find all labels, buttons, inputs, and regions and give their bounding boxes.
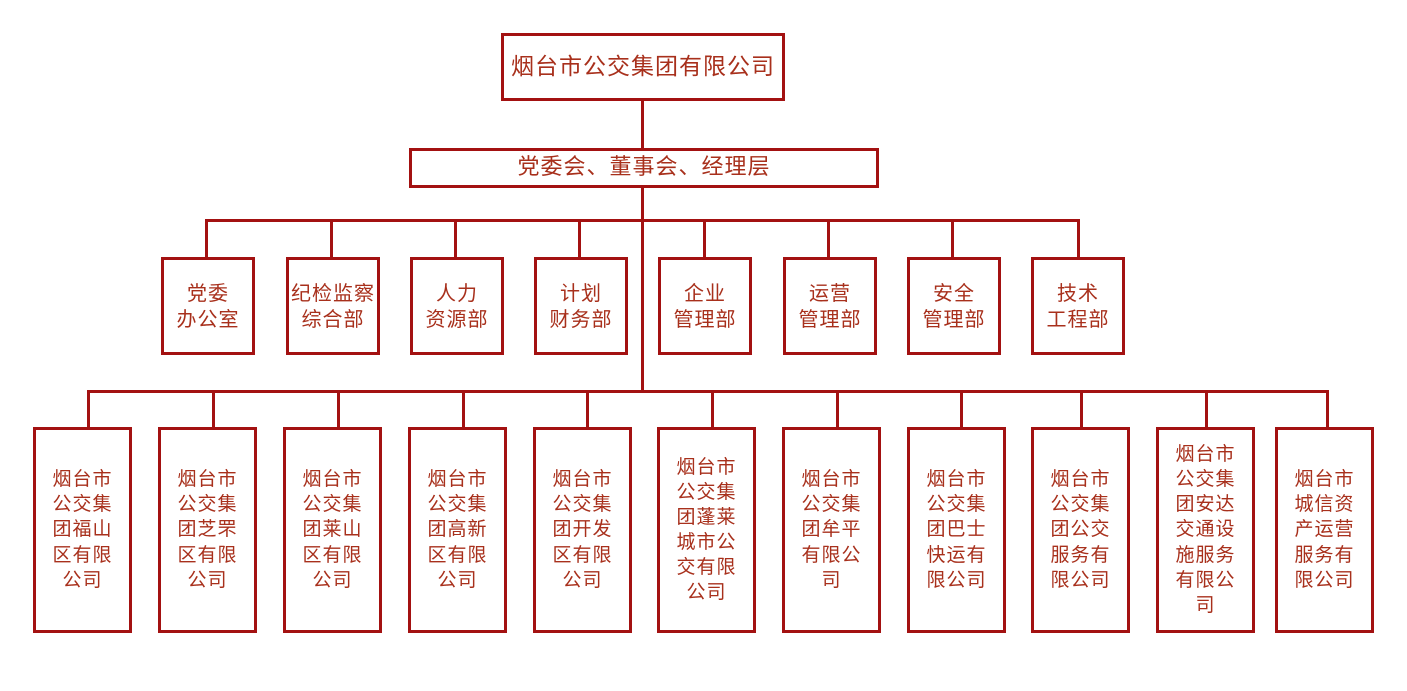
node-department-operations-management[interactable]: 运营 管理部 [783,257,877,355]
node-subsidiary-penglai[interactable]: 烟台市 公交集 团蓬莱 城市公 交有限 公司 [657,427,756,633]
connector-subsidiary-drop [1205,390,1208,428]
connector-department-bar [205,219,1080,222]
connector-board-trunk [641,188,644,392]
node-department-safety-management[interactable]: 安全 管理部 [907,257,1001,355]
connector-department-drop [827,219,830,258]
connector-subsidiary-drop [1080,390,1083,428]
node-label: 计划 财务部 [549,280,613,331]
node-subsidiary-muping[interactable]: 烟台市 公交集 团牟平 有限公 司 [782,427,881,633]
node-label: 安全 管理部 [922,280,986,331]
node-subsidiary-laishan[interactable]: 烟台市 公交集 团莱山 区有限 公司 [283,427,382,633]
connector-subsidiary-drop [212,390,215,428]
node-department-human-resources[interactable]: 人力 资源部 [410,257,504,355]
connector-department-drop [578,219,581,258]
connector-department-drop [1077,219,1080,258]
node-label: 烟台市 公交集 团牟平 有限公 司 [801,468,862,591]
connector-department-drop [330,219,333,258]
node-label: 烟台市 公交集 团公交 服务有 限公司 [1050,468,1111,591]
node-label: 纪检监察 综合部 [291,280,375,331]
node-label: 烟台市 公交集 团蓬莱 城市公 交有限 公司 [676,455,737,604]
node-label: 人力 资源部 [425,280,489,331]
node-subsidiary-fushan[interactable]: 烟台市 公交集 团福山 区有限 公司 [33,427,132,633]
node-label: 企业 管理部 [673,280,737,331]
node-label: 运营 管理部 [798,280,862,331]
node-label: 党委会、董事会、经理层 [517,155,771,181]
node-subsidiary-transit-service[interactable]: 烟台市 公交集 团公交 服务有 限公司 [1031,427,1130,633]
node-label: 烟台市 公交集 团福山 区有限 公司 [52,468,113,591]
connector-subsidiary-drop [87,390,90,428]
connector-subsidiary-bar [87,390,1329,393]
node-label: 烟台市 城信资 产运营 服务有 限公司 [1294,468,1355,591]
connector-subsidiary-drop [1326,390,1329,428]
connector-subsidiary-drop [960,390,963,428]
connector-subsidiary-drop [462,390,465,428]
node-label: 烟台市 公交集 团开发 区有限 公司 [552,468,613,591]
connector-root-to-board [641,101,644,149]
node-department-technology-engineering[interactable]: 技术 工程部 [1031,257,1125,355]
connector-department-drop [205,219,208,258]
connector-department-drop [454,219,457,258]
node-label: 烟台市 公交集 团莱山 区有限 公司 [302,468,363,591]
node-label: 烟台市 公交集 团高新 区有限 公司 [427,468,488,591]
node-governance-board[interactable]: 党委会、董事会、经理层 [409,148,879,188]
node-subsidiary-anda-facilities[interactable]: 烟台市 公交集 团安达 交通设 施服务 有限公 司 [1156,427,1255,633]
node-subsidiary-chengxin-assets[interactable]: 烟台市 城信资 产运营 服务有 限公司 [1275,427,1374,633]
node-subsidiary-kaifaqu[interactable]: 烟台市 公交集 团开发 区有限 公司 [533,427,632,633]
connector-department-drop [703,219,706,258]
connector-subsidiary-drop [836,390,839,428]
connector-subsidiary-drop [586,390,589,428]
node-label: 烟台市 公交集 团安达 交通设 施服务 有限公 司 [1175,443,1236,616]
connector-subsidiary-drop [711,390,714,428]
connector-subsidiary-drop [337,390,340,428]
connector-department-drop [951,219,954,258]
node-department-discipline-inspection[interactable]: 纪检监察 综合部 [286,257,380,355]
node-subsidiary-bus-express[interactable]: 烟台市 公交集 团巴士 快运有 限公司 [907,427,1006,633]
node-company-root[interactable]: 烟台市公交集团有限公司 [501,33,785,101]
node-label: 烟台市公交集团有限公司 [511,53,775,80]
node-label: 烟台市 公交集 团巴士 快运有 限公司 [926,468,987,591]
node-department-party-office[interactable]: 党委 办公室 [161,257,255,355]
node-department-enterprise-management[interactable]: 企业 管理部 [658,257,752,355]
node-subsidiary-gaoxin[interactable]: 烟台市 公交集 团高新 区有限 公司 [408,427,507,633]
node-label: 党委 办公室 [176,280,240,331]
node-label: 烟台市 公交集 团芝罘 区有限 公司 [177,468,238,591]
node-subsidiary-zhifu[interactable]: 烟台市 公交集 团芝罘 区有限 公司 [158,427,257,633]
node-department-planning-finance[interactable]: 计划 财务部 [534,257,628,355]
node-label: 技术 工程部 [1046,280,1110,331]
